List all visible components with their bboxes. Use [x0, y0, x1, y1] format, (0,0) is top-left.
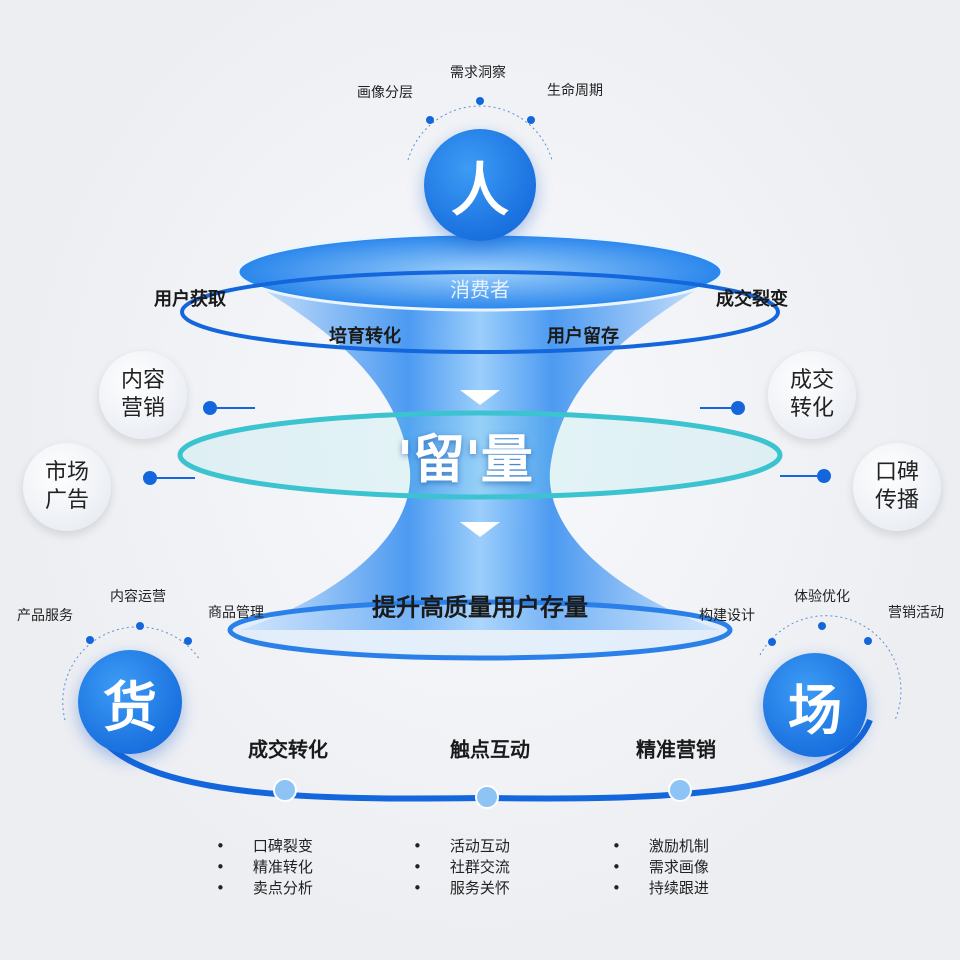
funnel-body [240, 275, 720, 630]
orbit-user-retention: 用户留存 [547, 326, 619, 347]
retention-title: '留'量 [397, 430, 533, 491]
dot-icon [476, 97, 484, 105]
list-item: 服务关怀 [449, 879, 510, 897]
label-product-service: 产品服务 [17, 608, 73, 624]
bullet-icon: • [612, 858, 621, 876]
orbit-deal-fission: 成交裂变 [716, 289, 788, 310]
label-persona-layering: 画像分层 [357, 85, 413, 101]
bullet-icon: • [612, 837, 621, 855]
middle-ring [177, 410, 783, 500]
list-item: 活动互动 [449, 837, 510, 855]
list-item: 精准转化 [252, 858, 313, 876]
orbit-nurture-conversion: 培育转化 [329, 326, 401, 347]
bullet-icon: • [216, 879, 225, 897]
stage-node-icon [668, 778, 692, 802]
connector-dots [86, 97, 872, 646]
bullet-icon: • [612, 879, 621, 897]
orbit-user-acquisition: 用户获取 [154, 289, 226, 310]
list-item: 持续跟进 [648, 879, 709, 897]
dot-icon [818, 622, 826, 630]
consumer-label: 消费者 [450, 277, 510, 302]
goal-title: 提升高质量用户存量 [372, 593, 588, 622]
label-marketing-events: 营销活动 [888, 605, 944, 621]
goods-dashed-arc [62, 626, 201, 721]
bullet-icon: • [413, 879, 422, 897]
dot-icon [817, 469, 831, 483]
list-item: 卖点分析 [252, 879, 313, 897]
lower-ellipse [227, 599, 733, 661]
list-item: 口碑裂变 [252, 837, 313, 855]
circle-market-ads: 市场 广告 [23, 443, 111, 531]
down-arrow-icon [460, 522, 500, 537]
stage-deal-conversion: 成交转化 [248, 737, 328, 762]
dot-icon [527, 116, 535, 124]
list-item: 激励机制 [648, 837, 709, 855]
list-precision-marketing: • 激励机制 • 需求画像 • 持续跟进 [612, 836, 709, 899]
bullet-icon: • [216, 837, 225, 855]
stage-precision-marketing: 精准营销 [636, 737, 716, 762]
circle-content-marketing: 内容 营销 [99, 351, 187, 439]
stage-touchpoint: 触点互动 [450, 737, 530, 762]
dot-icon [136, 622, 144, 630]
label-build-design: 构建设计 [699, 608, 755, 624]
label-experience-opt: 体验优化 [794, 589, 850, 605]
dot-icon [143, 471, 157, 485]
circle-word-of-mouth: 口碑 传播 [853, 443, 941, 531]
circle-deal-conversion: 成交 转化 [768, 351, 856, 439]
stage-node-icon [273, 778, 297, 802]
list-item: 社群交流 [449, 858, 510, 876]
label-product-mgmt: 商品管理 [208, 605, 264, 621]
down-arrow-icon [460, 390, 500, 405]
stage-node-icon [475, 785, 499, 809]
dot-icon [426, 116, 434, 124]
orbit-ring [180, 270, 780, 354]
dot-icon [864, 637, 872, 645]
bullet-icon: • [413, 858, 422, 876]
label-demand-insight: 需求洞察 [450, 65, 506, 81]
bullet-icon: • [216, 858, 225, 876]
people-hub: 人 [424, 129, 536, 241]
venue-hub: 场 [763, 653, 867, 757]
people-dashed-arc [407, 105, 553, 161]
label-lifecycle: 生命周期 [547, 83, 603, 99]
dot-icon [184, 637, 192, 645]
label-content-ops: 内容运营 [110, 589, 166, 605]
list-touchpoint: • 活动互动 • 社群交流 • 服务关怀 [413, 836, 510, 899]
dot-icon [731, 401, 745, 415]
list-item: 需求画像 [648, 858, 709, 876]
connector-lines [157, 407, 817, 479]
stage-nodes [273, 778, 692, 809]
dot-icon [86, 636, 94, 644]
goods-hub: 货 [78, 650, 182, 754]
dot-icon [203, 401, 217, 415]
bullet-icon: • [413, 837, 422, 855]
list-deal-conversion: • 口碑裂变 • 精准转化 • 卖点分析 [216, 836, 313, 899]
dot-icon [768, 638, 776, 646]
